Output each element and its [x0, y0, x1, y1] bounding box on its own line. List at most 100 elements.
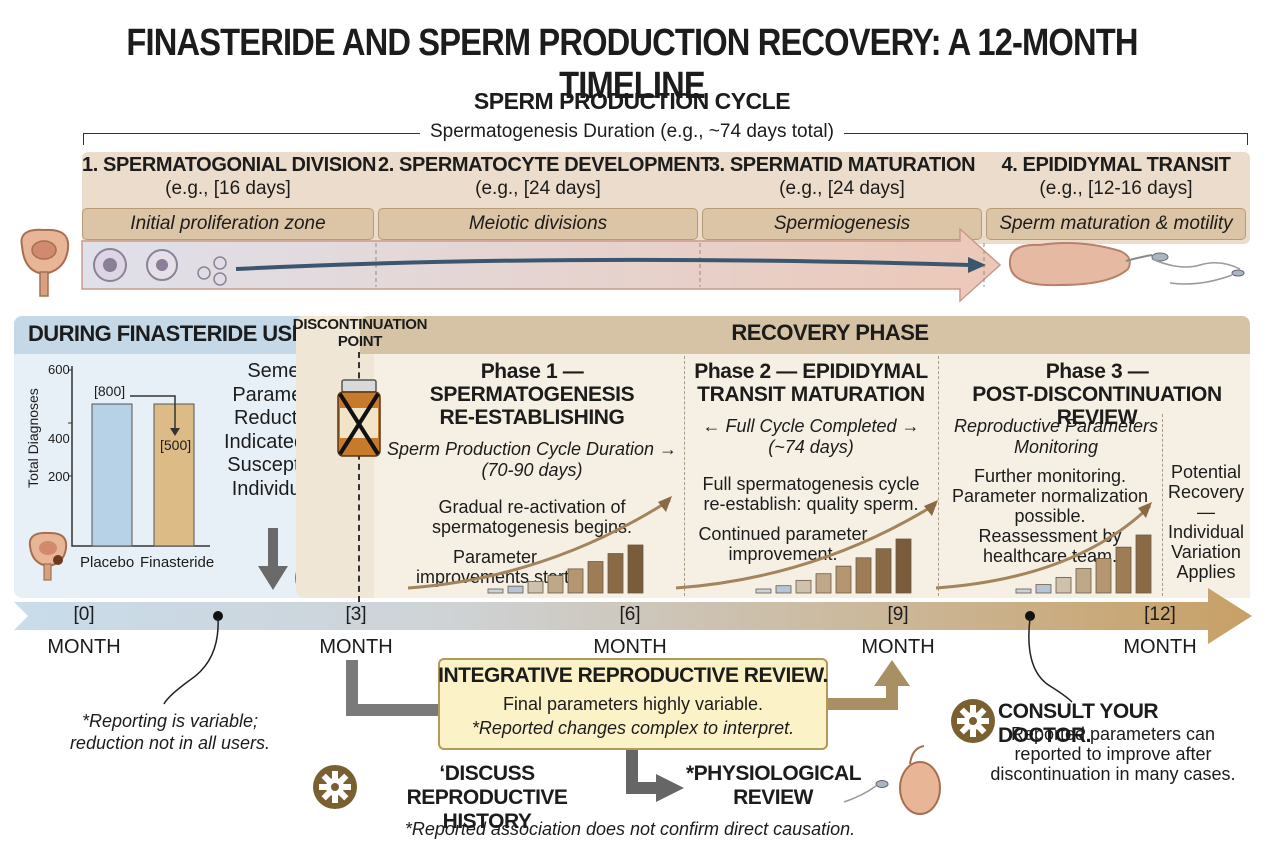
timeline-unit: MONTH [47, 636, 121, 658]
cycle-heading: SPERM PRODUCTION CYCLE [473, 88, 791, 114]
recovery-title: RECOVERY PHASE [731, 320, 929, 345]
improvement-arrow [407, 498, 671, 590]
phase-1-sub: Sperm Production Cycle Duration →(70-90 … [386, 439, 678, 480]
improvement-arrow [935, 504, 1152, 590]
progress-bar [567, 568, 584, 594]
improvement-arrow [675, 502, 937, 590]
timeline-tick-6: [6] [619, 604, 641, 625]
progress-bar [815, 573, 832, 594]
improvement-arrowhead [1138, 502, 1152, 518]
stage-1-days: (e.g., [16 days] [165, 178, 291, 199]
chart-ytick: 600 [48, 362, 70, 377]
bar-value-label: [800] [94, 383, 126, 399]
bar-category-label: Finasteride [140, 554, 215, 571]
stage-2-days: (e.g., [24 days] [475, 178, 601, 199]
progress-bars [407, 496, 1152, 594]
pill-bottle-icon [337, 379, 381, 457]
improvement-arrowhead [924, 500, 938, 516]
progress-bar [875, 548, 892, 594]
progress-bar [835, 565, 852, 594]
consult-title: CONSULT YOUR DOCTOR. [998, 700, 1159, 747]
during-title: DURING FINASTERIDE USE [28, 321, 306, 346]
bar-value-label: [500] [160, 437, 192, 453]
stage-4-title: 4. EPIDIDYMAL TRANSIT [1001, 154, 1231, 176]
association-note: *Reported association does not confirm d… [404, 819, 856, 839]
timeline-unit: MONTH [593, 636, 667, 658]
stage-1: 1. SPERMATOGONIAL DIVISION (e.g., [16 da… [82, 154, 376, 244]
stage-3-pill: Spermiogenesis [702, 208, 982, 240]
chart-ylabel: Total Diagnoses [25, 388, 41, 488]
testis-icon [843, 745, 941, 815]
gear-icon [951, 699, 995, 743]
stage-2-pill: Meiotic divisions [378, 208, 698, 240]
progress-bar [1015, 588, 1032, 594]
cycle-arrow [81, 227, 1245, 303]
phase-divider [938, 356, 939, 596]
phase-3-title: Phase 3 —POST-DISCONTINUATION REVIEW [972, 360, 1222, 429]
timeline-tick-3: [3] [345, 604, 367, 625]
timeline-tick-12: [12] [1144, 604, 1176, 625]
progress-bar [1115, 546, 1132, 594]
progress-bar [1075, 568, 1092, 594]
reporting-note: *Reporting is variable;reduction not in … [69, 711, 271, 753]
phase-area [374, 354, 1250, 598]
stage-4: 4. EPIDIDYMAL TRANSIT (e.g., [12-16 days… [986, 154, 1246, 244]
progress-bar [527, 580, 544, 594]
review-line-1: Final parameters highly variable. [502, 694, 764, 714]
mini-chart [68, 366, 210, 547]
stage-3-title: 3. SPERMATID MATURATION [708, 154, 976, 176]
phase-3: Phase 3 —POST-DISCONTINUATION REVIEW [940, 360, 1254, 429]
progress-bar [1135, 534, 1152, 594]
gear-icon [313, 765, 357, 809]
review-title: INTEGRATIVE REPRODUCTIVE REVIEW. [438, 664, 828, 687]
stage-4-pill: Sperm maturation & motility [986, 208, 1246, 240]
progress-bar [1055, 577, 1072, 594]
phase-divider [1162, 414, 1163, 596]
prostate-icon [20, 228, 70, 297]
progress-bar [1035, 584, 1052, 594]
timeline-unit: MONTH [861, 636, 935, 658]
chart-compare-arrow [130, 395, 176, 430]
connectors [163, 617, 1073, 802]
timeline-unit: MONTH [1123, 636, 1197, 658]
chart-compare-arrowhead [170, 428, 180, 436]
prostate-small-icon [28, 531, 68, 581]
stage-3-days: (e.g., [24 days] [779, 178, 905, 199]
discontinuation-line [358, 352, 360, 602]
improvement-arrowhead [658, 496, 672, 512]
progress-bar [895, 538, 912, 594]
epididymis-icon [1008, 242, 1131, 287]
sperm-icon [1151, 252, 1169, 262]
phase-3-text1: Further monitoring.Parameter normalizati… [951, 466, 1149, 566]
stage-2-title: 2. SPERMATOCYTE DEVELOPMENT [378, 154, 713, 176]
main-title: FINASTERIDE AND SPERM PRODUCTION RECOVER… [126, 22, 1138, 107]
progress-bar [607, 553, 624, 594]
review-line-2: *Reported changes complex to interpret. [471, 718, 795, 738]
phase-2-sub: ← Full Cycle Completed →(~74 days) [702, 416, 920, 457]
timeline-unit: MONTH [319, 636, 393, 658]
bracket-tick-left [83, 133, 84, 145]
chart-ytick: 200 [48, 469, 70, 484]
discontinuation-label: DISCONTINUATION POINT [292, 316, 428, 350]
progress-bar [487, 588, 504, 594]
timeline-tick-0: [0] [73, 604, 95, 625]
progress-bar [587, 561, 604, 594]
progress-bar [627, 544, 644, 594]
chart-bar-finasteride [153, 403, 195, 547]
duration-label: Spermatogenesis Duration (e.g., ~74 days… [0, 121, 1264, 143]
recovery-header [360, 316, 1250, 354]
progress-bar [795, 579, 812, 594]
progress-bar [855, 557, 872, 594]
progress-bar [755, 588, 772, 594]
stage-1-pill: Initial proliferation zone [82, 208, 374, 240]
chart-ytick: 400 [48, 431, 70, 446]
